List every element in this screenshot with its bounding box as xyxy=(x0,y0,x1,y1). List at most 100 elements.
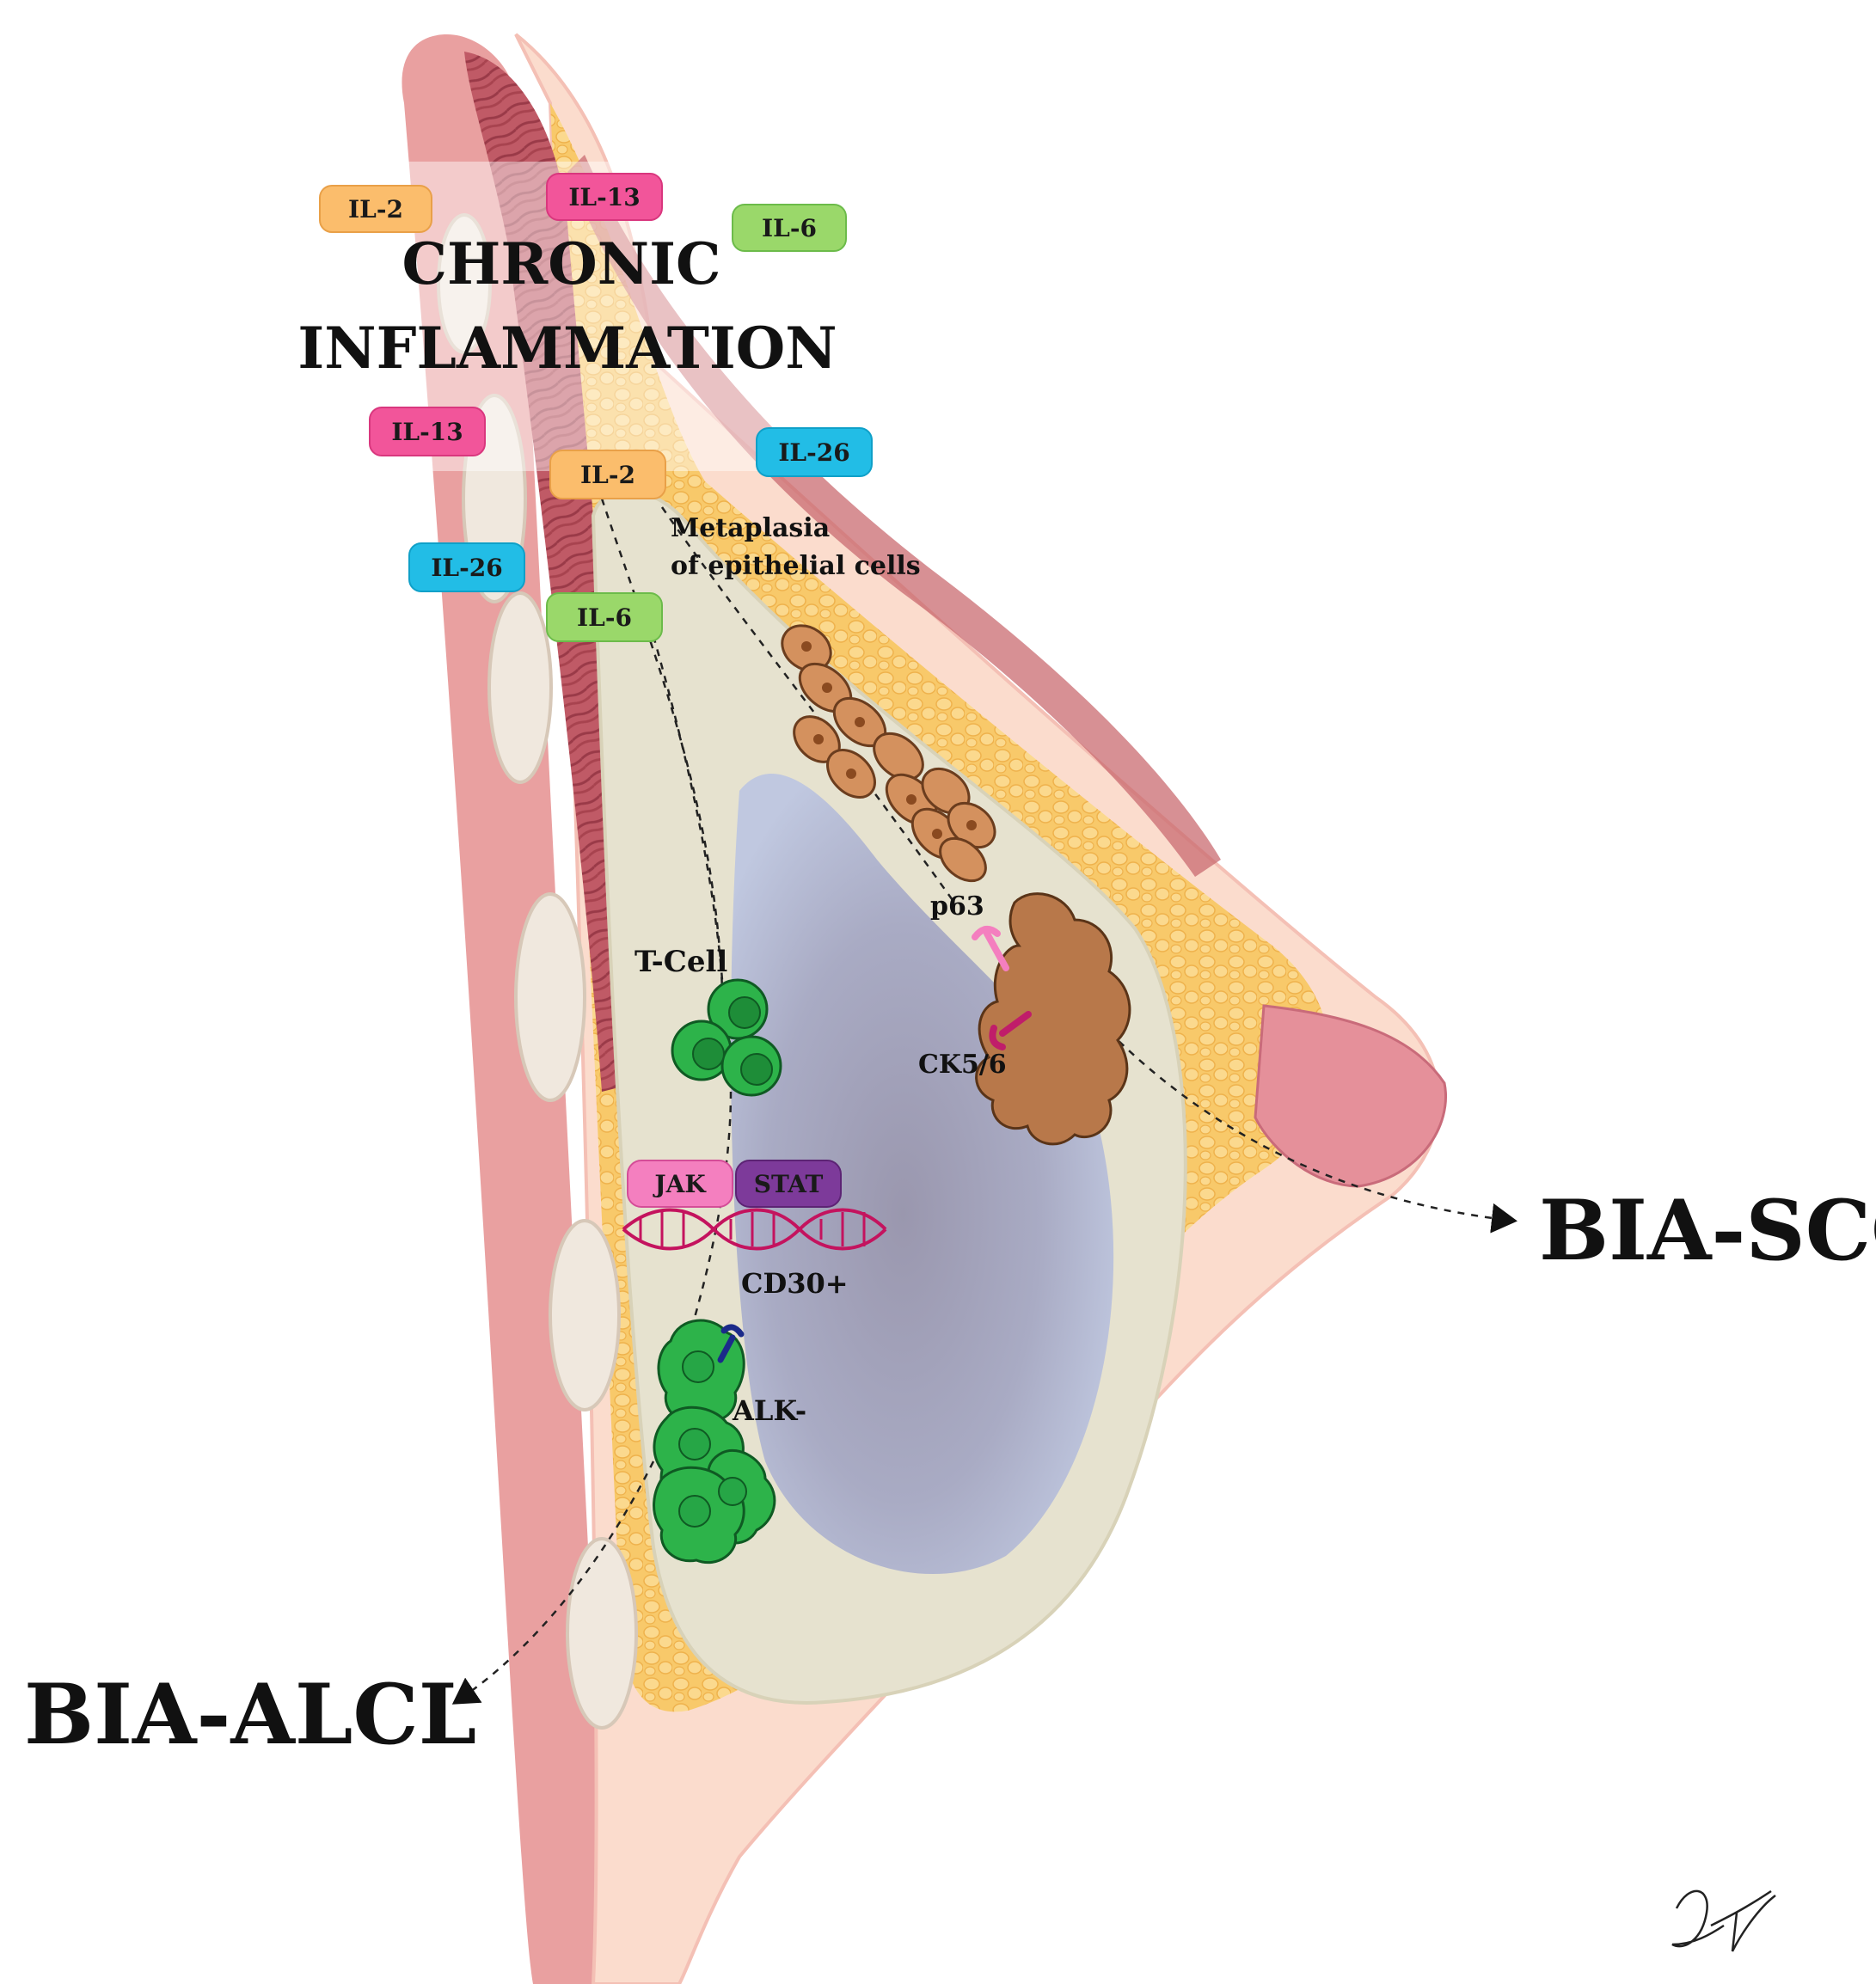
tcell-nucleus xyxy=(728,996,761,1029)
nucleus xyxy=(801,641,812,652)
cytokine-il6-top: IL-6 xyxy=(732,204,847,252)
jak-box xyxy=(627,1160,733,1208)
stat-label: STAT xyxy=(754,1170,824,1198)
rib xyxy=(487,591,553,784)
dna-strand xyxy=(622,1208,887,1251)
epithelial-nuclei xyxy=(801,641,977,839)
rib xyxy=(549,1219,621,1411)
receptor-stem xyxy=(984,930,1009,971)
epithelial-cell xyxy=(939,836,987,883)
epithelial-cell xyxy=(873,732,924,781)
tcell-nucleus xyxy=(692,1038,725,1070)
metaplasia-group: Metaplasia of epithelial cells xyxy=(671,513,996,883)
cytokine-pill xyxy=(408,542,525,592)
bia-scc-label: BIA-SCC xyxy=(1539,1182,1876,1279)
rib xyxy=(566,1537,638,1730)
chest-wall xyxy=(402,34,602,1984)
nucleus xyxy=(813,734,824,744)
bia-alcl-label: BIA-ALCL xyxy=(24,1666,476,1763)
stat-box xyxy=(735,1160,842,1208)
cytokine-pill xyxy=(549,450,666,499)
rib xyxy=(437,213,492,354)
scc-tumor xyxy=(975,892,1131,1146)
suspensory-band xyxy=(567,155,1221,877)
pathways xyxy=(451,498,1517,1705)
cytokine-label: IL-13 xyxy=(568,183,640,211)
cd30-label: CD30+ xyxy=(741,1267,849,1300)
cytokine-il26-right: IL-26 xyxy=(756,427,873,477)
path-metaplasia xyxy=(660,506,956,903)
arrow-to-bia-scc xyxy=(1108,1031,1517,1234)
ck56-label: CK5/6 xyxy=(918,1050,1007,1080)
ribs xyxy=(437,213,638,1730)
tcell-group: T-Cell xyxy=(635,945,782,1097)
nucleus xyxy=(906,794,917,805)
cytokine-pill xyxy=(319,185,432,233)
breast-implant xyxy=(731,773,1114,1575)
nucleus xyxy=(855,717,865,727)
tcell-nuclei xyxy=(692,996,773,1086)
heading-line2: INFLAMMATION xyxy=(297,315,837,382)
alcl-group: CD30+ ALK- xyxy=(653,1267,849,1565)
alcl-nuclei xyxy=(678,1350,747,1528)
receptor-head xyxy=(989,1025,1006,1050)
alcl-nucleus xyxy=(682,1350,714,1383)
receptor-stem xyxy=(999,1011,1032,1037)
path-il2-tcell xyxy=(600,498,724,989)
cytokine-label: IL-6 xyxy=(762,214,817,242)
dna-helix xyxy=(622,1208,887,1251)
cd30-receptor xyxy=(717,1324,745,1363)
nucleus xyxy=(932,829,942,839)
nucleus xyxy=(846,768,856,779)
cytokine-pill xyxy=(369,407,486,456)
pectoral-muscle xyxy=(464,52,636,1092)
nucleus xyxy=(966,820,977,830)
jak-stat-group: JAK STAT xyxy=(622,1160,887,1251)
nipple xyxy=(1254,1004,1447,1188)
nucleus xyxy=(822,683,832,693)
ck56-receptor xyxy=(989,1011,1032,1050)
signature-mark xyxy=(1671,1889,1776,1952)
dna-strand xyxy=(622,1208,887,1251)
receptor-head xyxy=(972,925,1001,940)
alcl-nucleus xyxy=(678,1428,711,1460)
heading-line1: CHRONIC xyxy=(402,230,721,297)
jak-label: JAK xyxy=(652,1170,707,1198)
receptor-stem xyxy=(717,1334,736,1363)
cytokine-label: IL-6 xyxy=(577,603,632,632)
cytokine-label: IL-2 xyxy=(348,195,403,224)
p63-receptor xyxy=(972,925,1009,971)
cytokine-label: IL-26 xyxy=(431,554,502,582)
cytokine-il26-left: IL-26 xyxy=(408,542,525,592)
scc-tumor-group: p63 CK5/6 xyxy=(918,891,1131,1146)
cytokine-il6-low: IL-6 xyxy=(546,592,663,642)
cytokine-pill xyxy=(546,173,663,221)
path-tcell-alcl xyxy=(686,1091,733,1342)
path-il6-tcell xyxy=(652,635,724,981)
receptor-head xyxy=(720,1324,745,1338)
p63-label: p63 xyxy=(930,891,984,922)
tcell-nucleus xyxy=(740,1053,773,1086)
tcell-label: T-Cell xyxy=(635,945,727,979)
cytokine-label: IL-13 xyxy=(391,418,463,446)
alcl-nucleus xyxy=(678,1495,711,1528)
artist-signature xyxy=(1671,1889,1776,1952)
cytokine-label: IL-2 xyxy=(580,461,635,489)
heading-chronic-inflammation: CHRONIC INFLAMMATION xyxy=(297,230,837,382)
metaplasia-label-line2: of epithelial cells xyxy=(671,551,921,581)
dna-rungs xyxy=(639,1212,866,1246)
cytokine-il13-mid: IL-13 xyxy=(369,407,486,456)
arrow-to-bia-alcl xyxy=(451,1460,655,1705)
cytokine-label: IL-26 xyxy=(778,438,849,467)
alk-label: ALK- xyxy=(732,1394,806,1427)
cytokine-pill xyxy=(756,427,873,477)
cytokine-pills: IL-2 IL-13 IL-6 IL-13 IL-26 IL-2 IL-26 xyxy=(319,173,873,642)
cytokine-il2-top: IL-2 xyxy=(319,185,432,233)
metaplasia-label-line1: Metaplasia xyxy=(671,513,830,543)
cytokine-il2-mid: IL-2 xyxy=(549,450,666,499)
cytokine-il13-top: IL-13 xyxy=(546,173,663,221)
cytokine-pill xyxy=(546,592,663,642)
alcl-nucleus xyxy=(718,1477,747,1506)
cytokine-pill xyxy=(732,204,847,252)
